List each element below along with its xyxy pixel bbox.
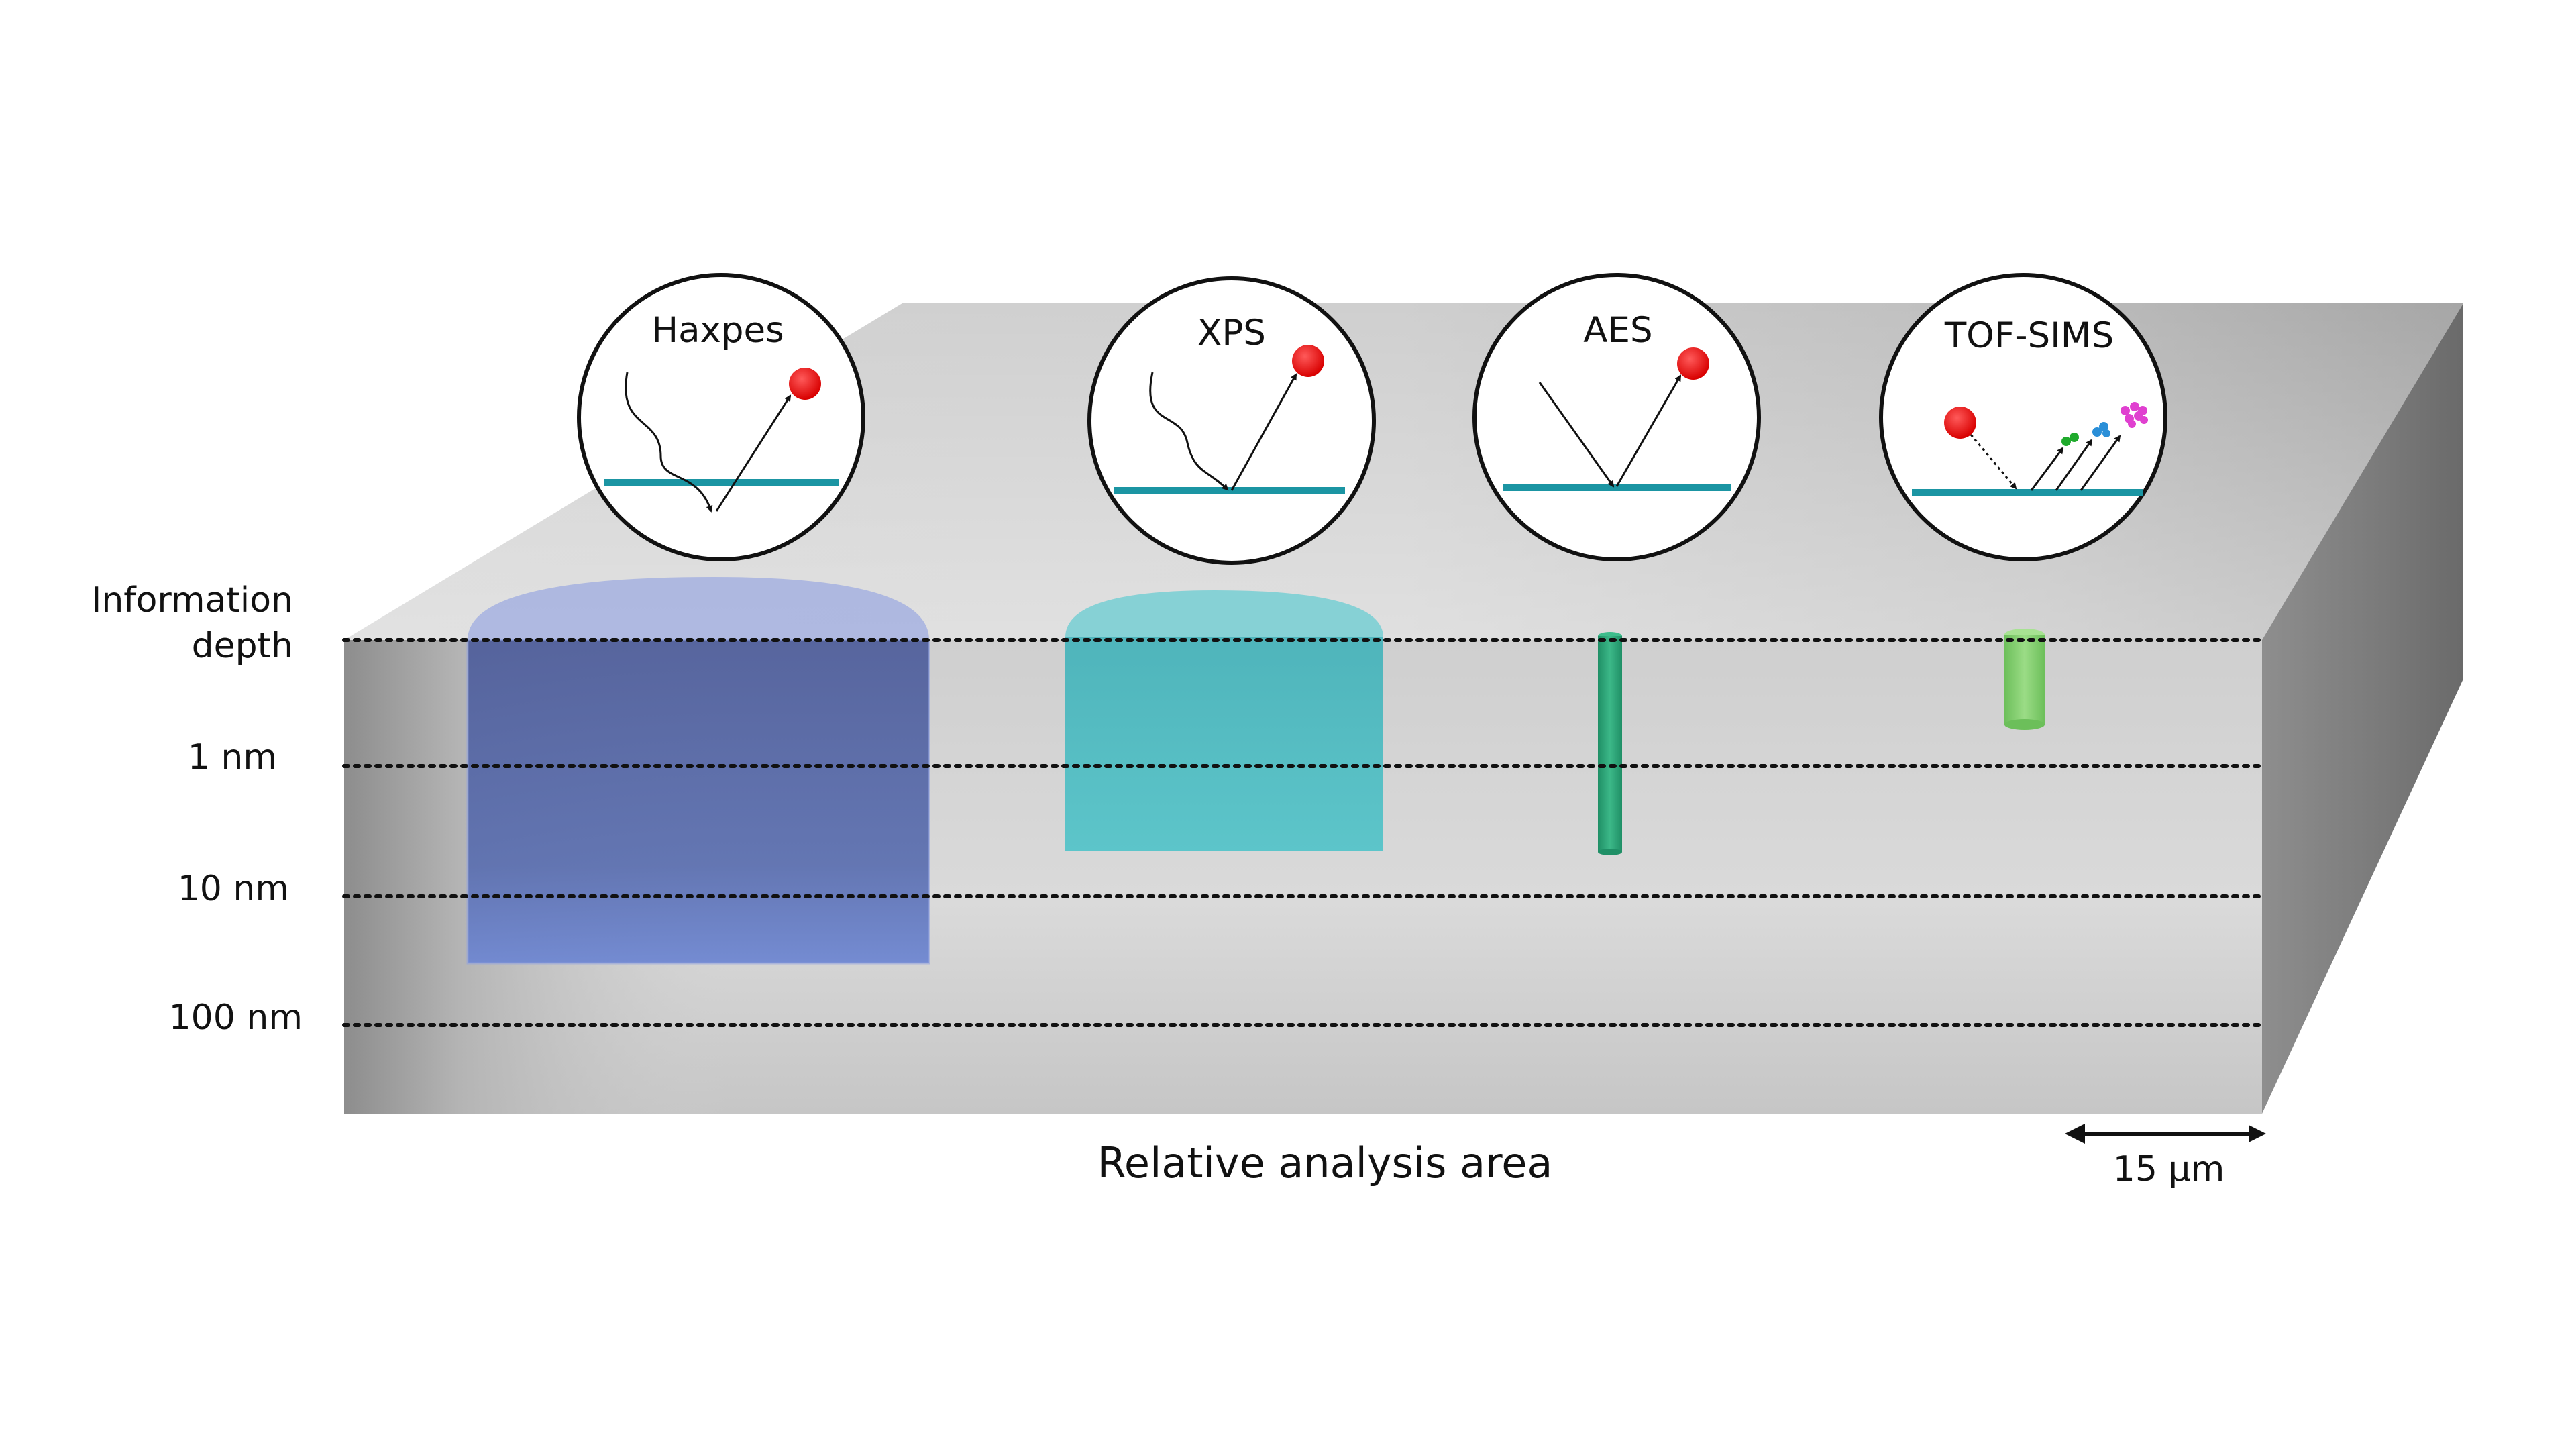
primary-ion-icon bbox=[1944, 407, 1976, 439]
xps-volume bbox=[1065, 590, 1383, 851]
electron-icon bbox=[789, 368, 821, 400]
depth-label-100nm: 100 nm bbox=[169, 998, 303, 1038]
scale-bar-left-head bbox=[2065, 1124, 2085, 1144]
haxpes-label: Haxpes bbox=[651, 310, 784, 351]
electron-icon bbox=[1677, 347, 1709, 380]
x-axis-label: Relative analysis area bbox=[1097, 1138, 1553, 1187]
xps-label: XPS bbox=[1197, 313, 1266, 354]
haxpes-volume bbox=[466, 577, 930, 965]
emitted-electron-arrow bbox=[1230, 373, 1297, 491]
tof-sims-volume bbox=[2004, 629, 2045, 730]
aes-volume bbox=[1598, 632, 1622, 855]
aes-label: AES bbox=[1583, 310, 1652, 351]
photon-wave-icon bbox=[625, 372, 713, 513]
depth-axis: Information depth 1 nm 10 nm 100 nm bbox=[91, 580, 303, 1038]
depth-axis-title-line2: depth bbox=[192, 626, 293, 666]
blue-fragment-icon bbox=[2092, 422, 2110, 437]
scale-bar-label: 15 µm bbox=[2113, 1149, 2224, 1189]
photon-wave-icon bbox=[1149, 372, 1229, 491]
emitted-electron-arrow bbox=[715, 394, 792, 512]
green-fragment-icon bbox=[2061, 433, 2079, 446]
incident-electron-arrow bbox=[1538, 382, 1615, 488]
depth-label-10nm: 10 nm bbox=[178, 869, 289, 909]
xps-technique-icon: XPS bbox=[1087, 276, 1376, 565]
tof-sims-label: TOF-SIMS bbox=[1944, 315, 2114, 356]
scale-bar: 15 µm bbox=[2065, 1124, 2266, 1189]
haxpes-technique-icon: Haxpes bbox=[577, 273, 865, 561]
aes-technique-icon: AES bbox=[1472, 273, 1761, 561]
depth-lines bbox=[342, 638, 2264, 1027]
auger-electron-arrow bbox=[1615, 374, 1682, 487]
depth-label-1nm: 1 nm bbox=[188, 737, 277, 777]
block-right-face bbox=[2262, 303, 2463, 1114]
electron-icon bbox=[1292, 345, 1324, 377]
secondary-ion-arrow bbox=[2030, 447, 2064, 491]
depth-axis-title-line1: Information bbox=[91, 580, 293, 621]
secondary-ion-arrow bbox=[2055, 439, 2093, 491]
secondary-ion-arrow bbox=[2080, 435, 2121, 491]
magenta-fragment-icon bbox=[2121, 402, 2148, 428]
tof-sims-technique-icon: TOF-SIMS bbox=[1879, 273, 2167, 561]
